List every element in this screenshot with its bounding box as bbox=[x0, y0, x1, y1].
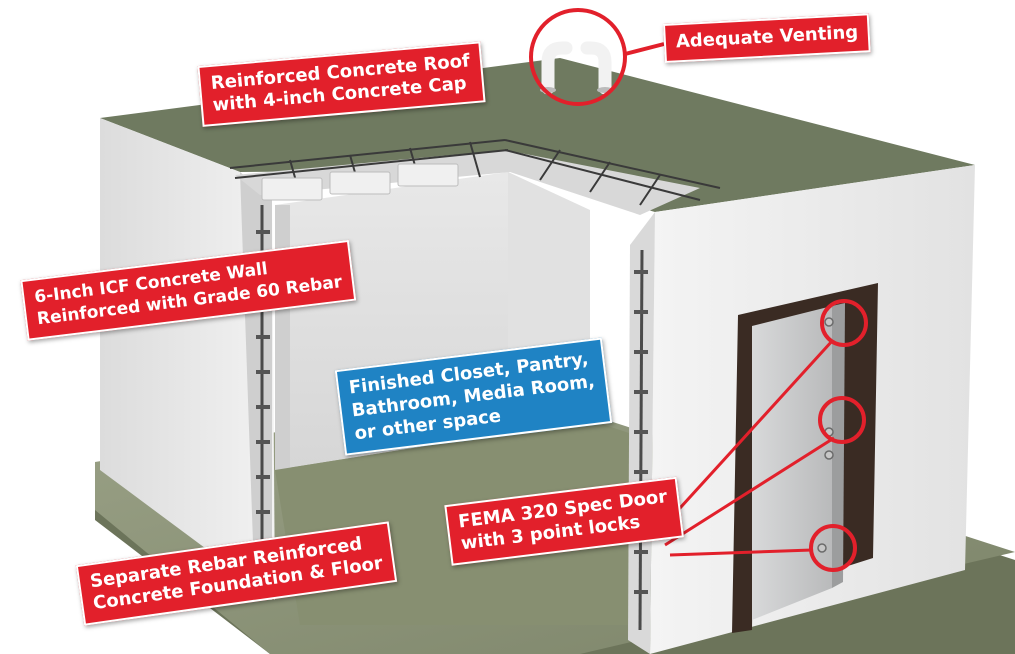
vent-pipes bbox=[540, 41, 613, 95]
venting-callout-circle bbox=[529, 8, 627, 106]
top-lock-callout-circle bbox=[820, 299, 868, 347]
callout-markers bbox=[529, 8, 868, 572]
middle-lock-callout-circle bbox=[818, 396, 866, 444]
door-leader-lines bbox=[658, 338, 835, 557]
roof-rebar-grid bbox=[229, 139, 721, 215]
venting-leader-line bbox=[624, 42, 665, 56]
bottom-lock-callout-circle bbox=[809, 524, 857, 572]
callout-line: Adequate Venting bbox=[675, 21, 859, 53]
